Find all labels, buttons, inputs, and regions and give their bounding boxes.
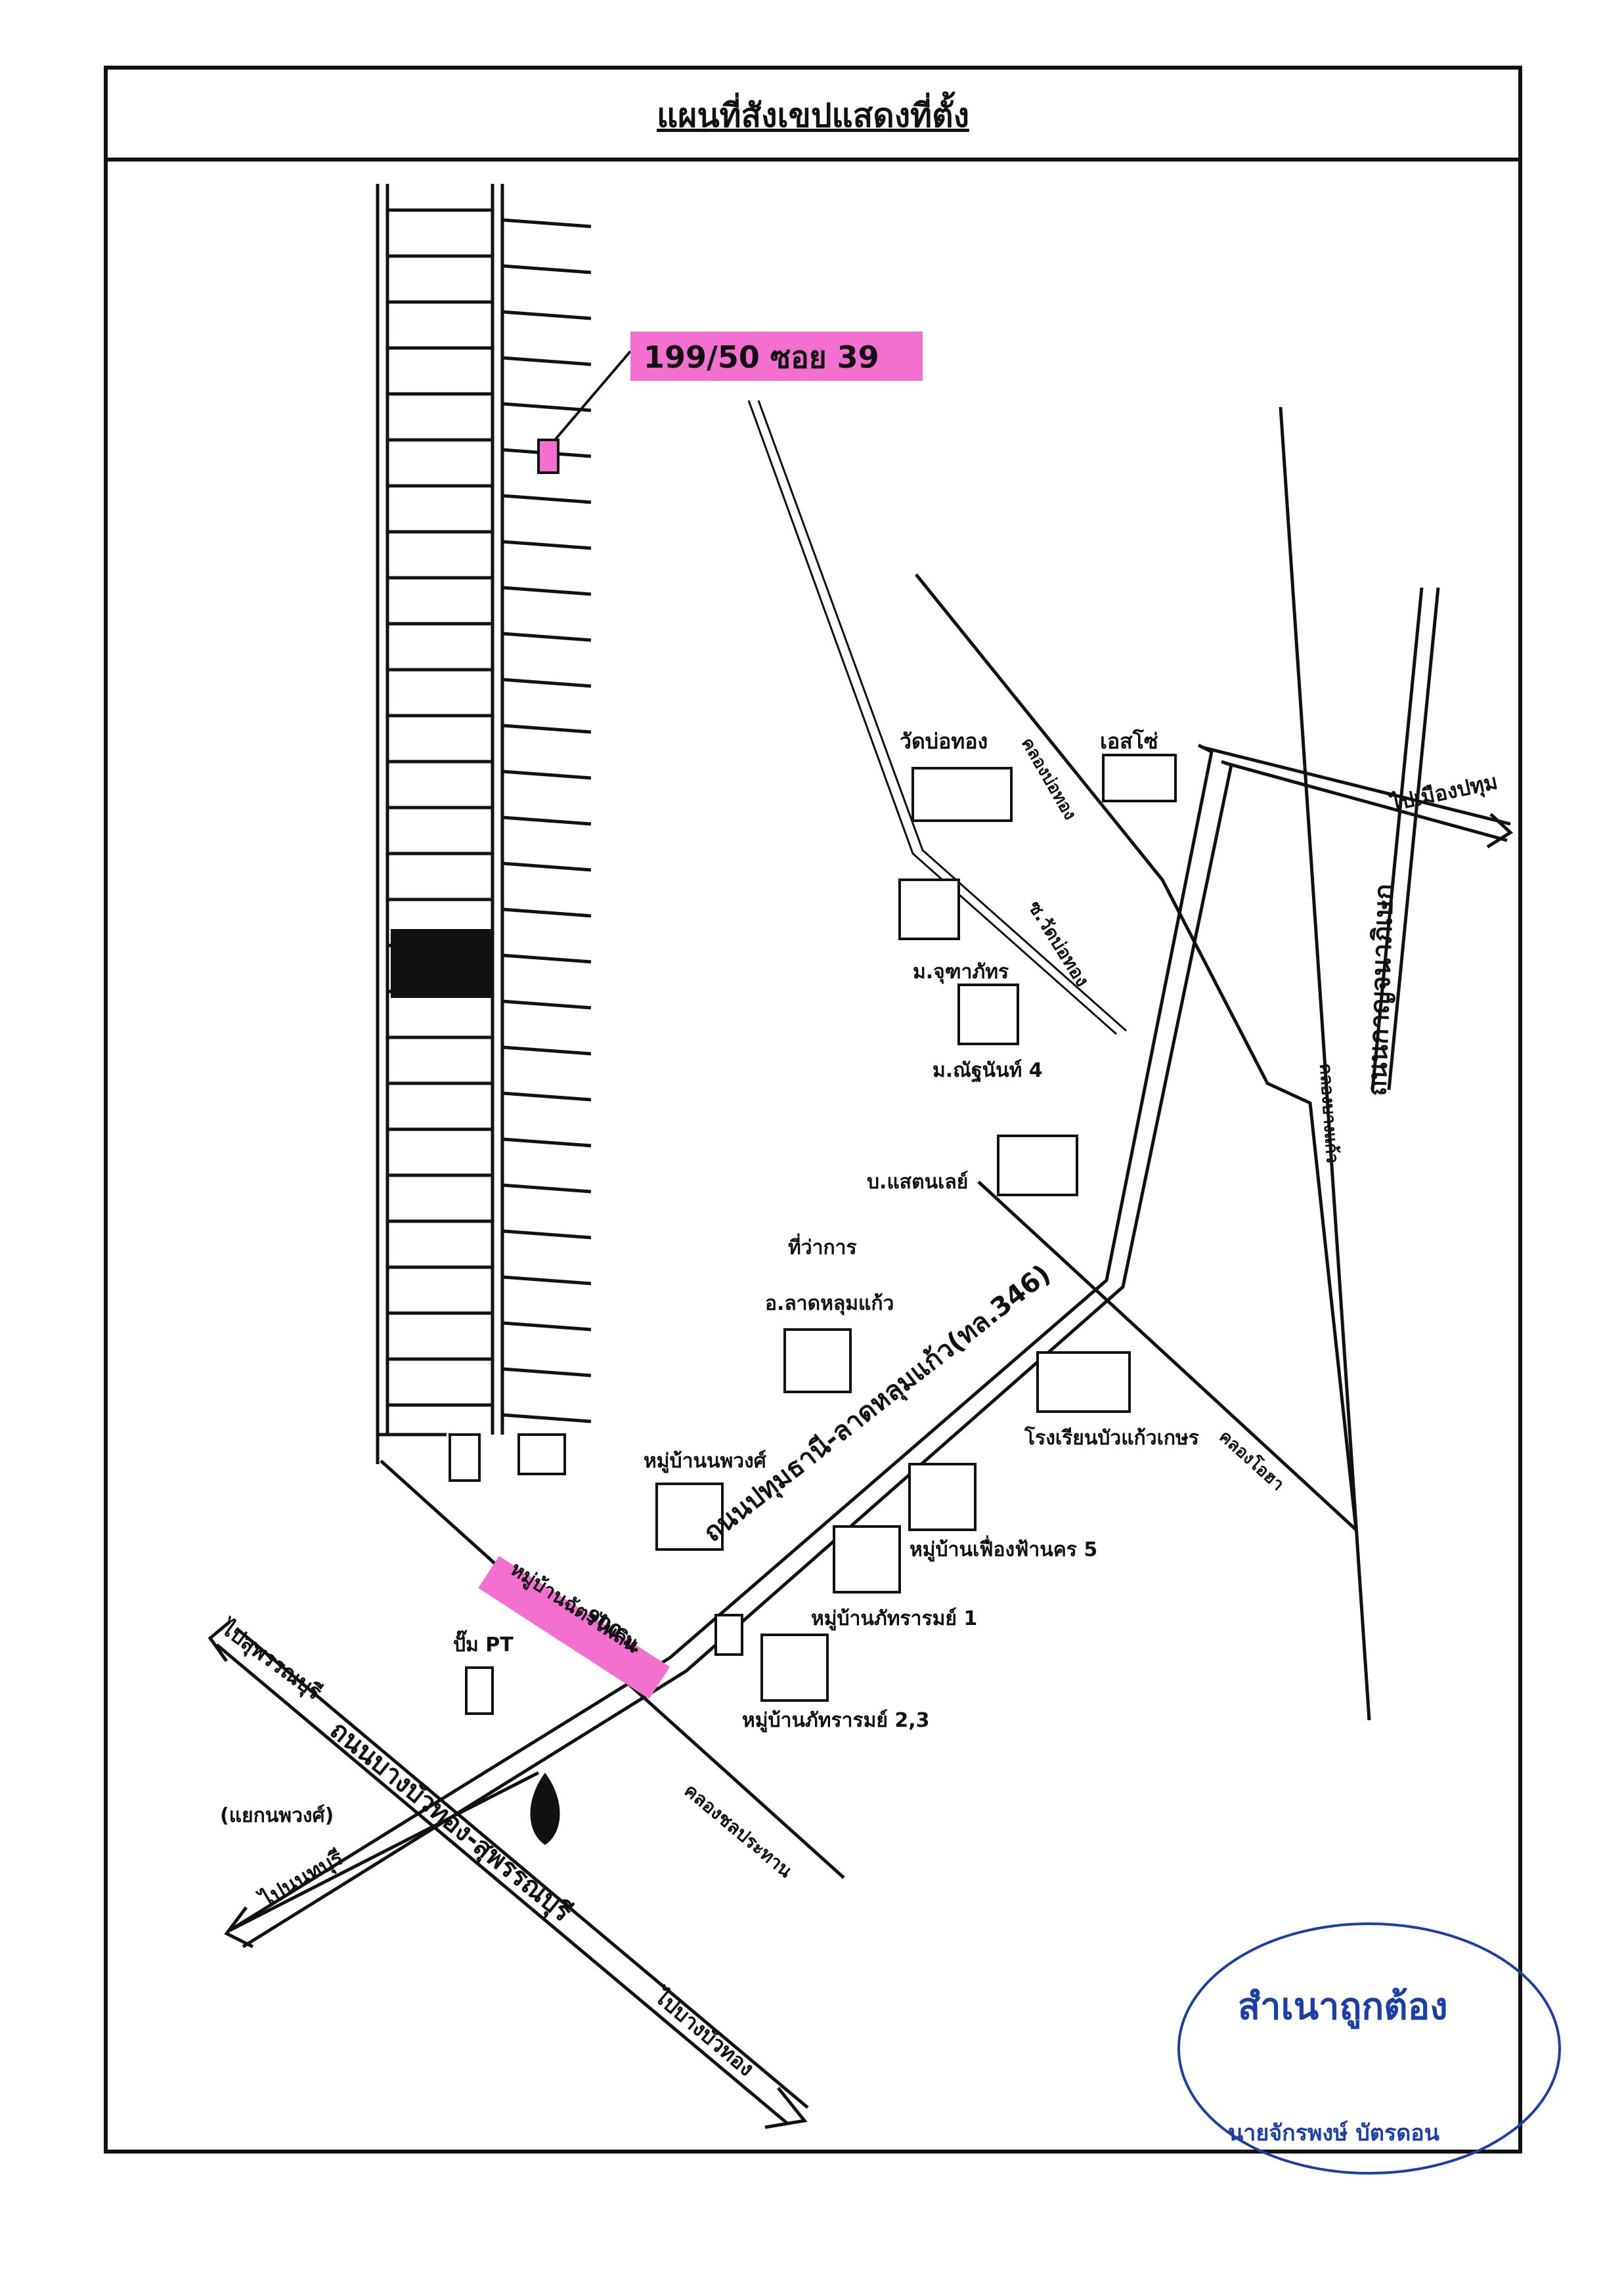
right-road <box>1371 587 1440 1091</box>
label-district-1: ที่ว่าการ <box>788 1233 857 1259</box>
map-title: แผนที่สังเขปแสดงที่ตั้ง <box>656 96 970 135</box>
title-band: แผนที่สังเขปแสดงที่ตั้ง <box>108 70 1518 162</box>
grid-line <box>502 999 592 1010</box>
label-junction: (แยกนพวงศ์) <box>220 1804 334 1827</box>
grid-line <box>502 310 592 320</box>
village-highlight <box>478 1556 670 1699</box>
building-icons <box>449 754 1177 1715</box>
label-m-nanthanan: ม.ณัฐนันท์ 4 <box>933 1059 1043 1083</box>
label-khlong-1: คลองบ่อทอง <box>1017 735 1080 824</box>
soi-wat-road <box>747 400 1127 1035</box>
road-to-pathum <box>1201 745 1514 849</box>
label-to-suphan: ไปสุพรรณบุรี <box>215 1614 326 1706</box>
label-khlong-2: คลองชลประทาน <box>680 1779 797 1882</box>
grid-line <box>502 1091 592 1102</box>
grid-line <box>502 1367 592 1377</box>
target-label: 199/50 ซอย 39 <box>644 339 879 375</box>
label-to-nonthaburi: ไปนนทบุรี <box>254 1845 348 1915</box>
label-soi-wat: ซ.วัดบ่อทอง <box>1024 897 1093 990</box>
grid-line <box>502 1183 592 1194</box>
grid-line <box>502 264 592 274</box>
grid-line <box>502 586 592 596</box>
grid-line <box>502 1045 592 1056</box>
grid-line <box>502 1413 592 1423</box>
road-to-nonthaburi <box>224 1771 540 1949</box>
grid-line <box>502 1321 592 1332</box>
label-pump: ปั๊ม PT <box>453 1630 514 1657</box>
grid-line <box>502 494 592 504</box>
grid-line <box>502 861 592 872</box>
grid-line <box>502 678 592 688</box>
stamp-name: นายจักรพงษ์ บัตรดอน <box>1228 2120 1439 2146</box>
flame-icon <box>530 1773 560 1845</box>
target-lot <box>537 439 560 474</box>
grid-line <box>502 402 592 412</box>
stamp-scribble <box>1177 1922 1561 2175</box>
grid-line <box>502 815 592 826</box>
dark-block <box>391 929 493 998</box>
label-khlong-4: คลองบางแก้ว <box>1315 1062 1342 1163</box>
label-to-bangbuathong: ไปบางบัวทอง <box>649 1983 759 2081</box>
label-wat: วัดบ่อทอง <box>900 729 988 754</box>
label-village-nopphawong: หมู่บ้านนพวงศ์ <box>644 1450 767 1473</box>
stamp-certified: สำเนาถูกต้อง <box>1238 1985 1448 2029</box>
label-esso: เอสโซ่ <box>1100 729 1158 754</box>
map-frame: แผนที่สังเขปแสดงที่ตั้ง <box>104 66 1522 2154</box>
grid-line <box>502 1275 592 1286</box>
label-khlong-3: คลองโอฮา <box>1215 1425 1288 1494</box>
grid-line <box>502 1229 592 1240</box>
subdivision-grid <box>376 184 592 1464</box>
cross-road <box>208 1620 809 2129</box>
label-school: โรงเรียนบัวแก้วเกษร <box>1024 1425 1199 1450</box>
grid-line <box>502 540 592 550</box>
label-district-2: อ.ลาดหลุมแก้ว <box>765 1292 894 1316</box>
grid-line <box>502 953 592 964</box>
label-village-phattharam23: หมู่บ้านภัทรารมย์ 2,3 <box>742 1709 930 1733</box>
label-m-chuthaphat: ม.จุฑาภัทร <box>913 961 1009 984</box>
grid-line <box>502 724 592 734</box>
target-label-highlight <box>630 332 923 381</box>
grid-line <box>502 769 592 780</box>
target-leader-line <box>554 350 632 441</box>
label-right-road: ถนนกาญจนาภิเษก <box>1362 883 1399 1096</box>
grid-line <box>502 907 592 918</box>
label-stanley: บ.แสตนเลย์ <box>867 1171 968 1194</box>
grid-line <box>502 356 592 366</box>
label-village-phattharam1: หมู่บ้านภัทรารมย์ 1 <box>811 1607 977 1631</box>
label-village-feuangfa: หมู่บ้านเฟื่องฟ้านคร 5 <box>910 1535 1097 1562</box>
grid-line <box>502 632 592 642</box>
certification-stamp: สำเนาถูกต้อง นายจักรพงษ์ บัตรดอน <box>1177 1922 1561 2175</box>
grid-line <box>502 218 592 228</box>
grid-line <box>502 1137 592 1148</box>
